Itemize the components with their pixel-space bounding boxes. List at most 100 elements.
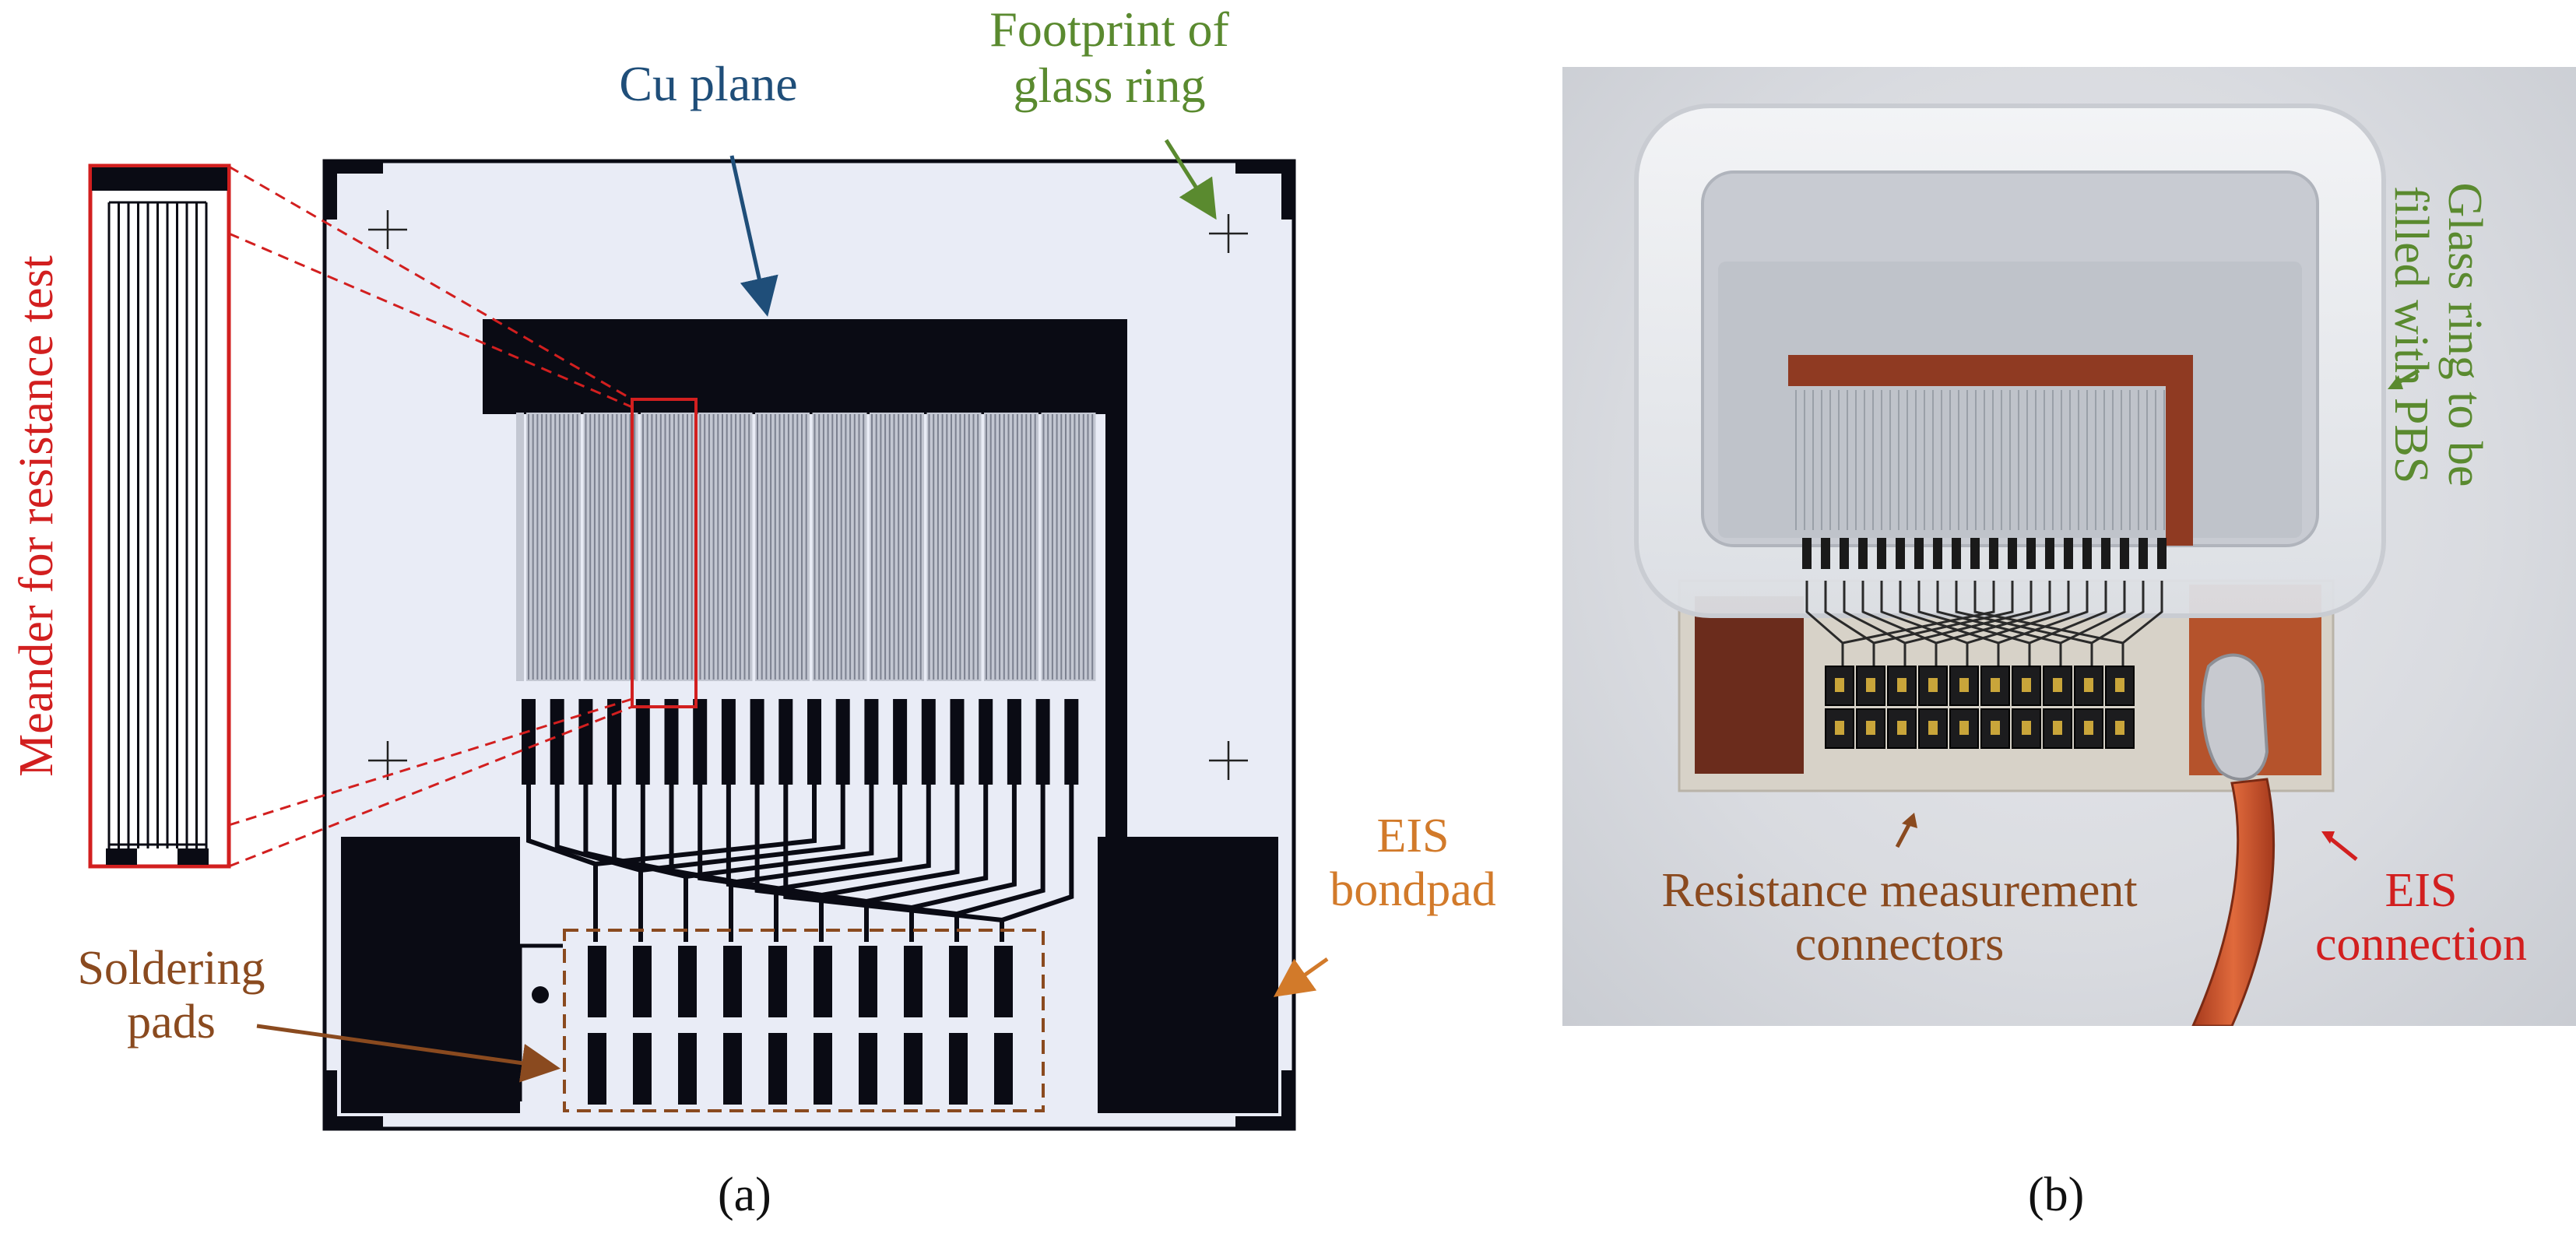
meander-group: [1041, 413, 1096, 681]
lead-pad: [635, 699, 650, 785]
photo-pin: [1928, 721, 1938, 735]
photo-pin: [1835, 678, 1844, 692]
lead-pad: [750, 699, 764, 785]
photo-lead-pad: [1933, 538, 1942, 569]
caption-b: (b): [2028, 1168, 2085, 1221]
photo-lead-pad: [2101, 538, 2110, 569]
meander-group: [583, 413, 638, 681]
photo-pin: [2022, 721, 2031, 735]
meander-group: [926, 413, 982, 681]
photo-pin: [1959, 678, 1969, 692]
fanout-trace: [954, 785, 1046, 942]
lead-pad: [522, 699, 536, 785]
photo-pin: [2115, 721, 2124, 735]
label-glass-ring: Glass ring to be filled with PBS: [2384, 182, 2491, 487]
photo-pin: [2115, 678, 2124, 692]
photo-pin: [1959, 721, 1969, 735]
soldering-pad: [678, 946, 697, 1017]
lead-pad: [864, 699, 879, 785]
label-eis-bondpad: EIS bondpad: [1330, 810, 1496, 917]
photo-cu-plane: [1788, 355, 2193, 546]
fanout-trace: [684, 785, 874, 942]
soldering-pad: [859, 946, 877, 1017]
soldering-pad: [904, 1033, 923, 1105]
photo-lead-pad: [1858, 538, 1868, 569]
photo-pin: [1928, 678, 1938, 692]
soldering-pad-region: [563, 929, 1045, 1112]
lead-pad: [693, 699, 708, 785]
soldering-pad: [904, 946, 923, 1017]
photo-lead-pad: [1896, 538, 1905, 569]
soldering-pad: [588, 946, 606, 1017]
soldering-pad: [814, 1033, 832, 1105]
fanout-traces: [526, 785, 1074, 942]
soldering-pads: [588, 946, 1013, 1105]
meander-group: [641, 413, 695, 681]
soldering-pad: [588, 1033, 606, 1105]
soldering-pad: [633, 946, 652, 1017]
meander-group: [755, 413, 810, 681]
photo-trace: [2059, 581, 2126, 666]
label-meander: Meander for resistance test: [10, 255, 63, 777]
meander-group: [812, 413, 867, 681]
cu-plane: [483, 319, 1127, 903]
photo-lead-pad: [2026, 538, 2036, 569]
lead-pad: [921, 699, 936, 785]
photo-lead-pads: [1802, 538, 2167, 569]
lead-pad: [1007, 699, 1021, 785]
bondpad-left: [341, 837, 520, 1113]
soldering-pad: [633, 1033, 652, 1105]
inset-meander-turn: [109, 201, 206, 846]
photo-lead-pad: [1840, 538, 1849, 569]
photo-traces: [1805, 581, 2163, 666]
fanout-trace: [593, 785, 817, 942]
label-eis-connection: EIS connection: [2314, 864, 2527, 971]
photo-pin: [2022, 678, 2031, 692]
fanout-trace: [864, 785, 989, 942]
photo-trace: [1997, 581, 2089, 666]
fanout-trace: [729, 785, 903, 942]
photo-wire: [2191, 778, 2276, 1026]
meander-group: [526, 413, 581, 681]
soldering-pad: [723, 1033, 742, 1105]
photo-pin: [1835, 721, 1844, 735]
photo-pin: [2053, 721, 2062, 735]
photo-lead-pad: [2138, 538, 2148, 569]
bondpad-notch: [520, 946, 563, 1101]
photo-eis-arrow: [2328, 836, 2358, 861]
fanout-trace: [909, 785, 1017, 942]
photo-lead-pad: [2008, 538, 2017, 569]
photo-pin: [2084, 721, 2093, 735]
lead-pads: [522, 699, 1079, 785]
soldering-pad: [768, 1033, 787, 1105]
photo-pin-housing: [1980, 666, 2010, 706]
lead-pad: [550, 699, 564, 785]
photo-lead-pad: [2045, 538, 2054, 569]
photo-trace: [1872, 581, 2014, 666]
meander-group: [516, 413, 524, 681]
photo-panel-b: [1562, 67, 2576, 1026]
cu-plane-arrow: [729, 155, 778, 317]
photo-lead-pad: [2082, 538, 2092, 569]
label-cu-plane: Cu plane: [619, 56, 798, 111]
soldering-pad: [994, 1033, 1013, 1105]
lead-pad: [979, 699, 993, 785]
soldering-pads-arrow: [256, 1024, 561, 1083]
alignment-marks: [368, 210, 1248, 780]
footprint-arrow: [1164, 139, 1217, 220]
pin1-dot: [532, 986, 549, 1003]
photo-trace: [2090, 581, 2145, 666]
soldering-pad: [678, 1033, 697, 1105]
lead-pad: [950, 699, 965, 785]
label-soldering-pads: Soldering pads: [77, 942, 265, 1049]
lead-pad: [607, 699, 622, 785]
lead-pad: [721, 699, 736, 785]
photo-pin: [2084, 678, 2093, 692]
photo-lead-pad: [2120, 538, 2129, 569]
zoom-lines: [228, 165, 633, 868]
lead-pad: [1064, 699, 1079, 785]
photo-lead-pad: [1952, 538, 1961, 569]
photo-lead-pad: [1914, 538, 1924, 569]
selected-meander-box: [631, 398, 698, 708]
photo-lead-pad: [2064, 538, 2073, 569]
